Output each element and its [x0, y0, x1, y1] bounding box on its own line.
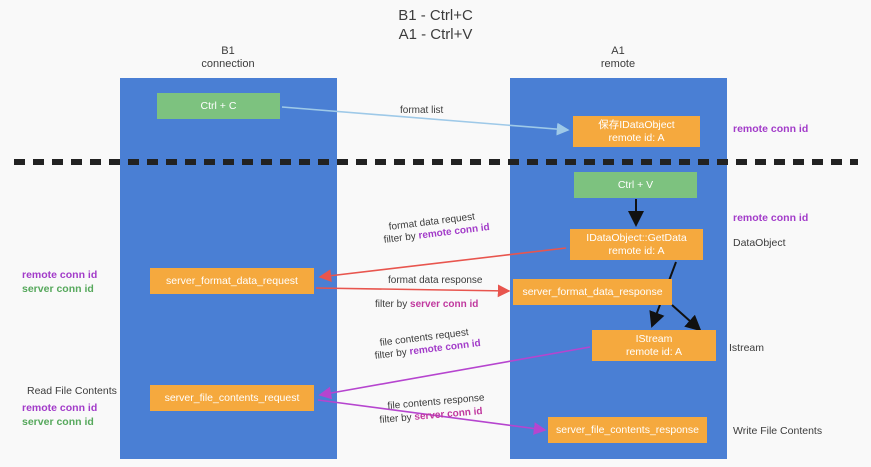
page-title: B1 - Ctrl+C A1 - Ctrl+V	[0, 6, 871, 44]
arrow-label-format-data-response: format data response	[388, 274, 483, 287]
column-header-b1-name: B1	[221, 45, 235, 57]
node-ctrl-c[interactable]: Ctrl + C	[157, 93, 280, 119]
node-getdata-title: IDataObject::GetData	[586, 231, 687, 244]
node-server-file-contents-request[interactable]: server_file_contents_request	[150, 385, 314, 411]
title-line-2: A1 - Ctrl+V	[398, 26, 473, 43]
side-label-remote-conn-id-top: remote conn id	[733, 123, 809, 135]
column-header-b1: B1 connection	[118, 45, 338, 71]
node-server-format-data-response-label: server_format_data_response	[522, 285, 663, 298]
node-server-file-contents-response[interactable]: server_file_contents_response	[548, 417, 707, 443]
node-idataobject-title: 保存IDataObject	[598, 118, 675, 131]
side-label-remote-conn-id-mid: remote conn id	[733, 212, 809, 224]
side-label-write-file-contents: Write File Contents	[733, 425, 823, 437]
node-ctrl-v[interactable]: Ctrl + V	[574, 172, 697, 198]
column-header-a1-role: remote	[600, 58, 636, 70]
side-label-istream: Istream	[729, 342, 765, 354]
node-istream-subtitle: remote id: A	[625, 345, 683, 358]
column-header-b1-role: connection	[201, 58, 255, 70]
arrow-label-format-data-response-filter-key: server conn id	[410, 299, 479, 310]
node-istream-title: IStream	[635, 332, 673, 345]
side-label-dataobject: DataObject	[733, 237, 786, 249]
node-idataobject[interactable]: 保存IDataObject remote id: A	[573, 116, 700, 147]
arrow-label-format-data-request-filter-prefix: filter by	[383, 230, 420, 246]
column-header-a1: A1 remote	[508, 45, 728, 71]
node-server-format-data-request-label: server_format_data_request	[166, 274, 298, 287]
node-server-file-contents-response-label: server_file_contents_response	[555, 423, 699, 436]
node-idataobject-getdata[interactable]: IDataObject::GetData remote id: A	[570, 229, 703, 260]
title-line-1: B1 - Ctrl+C	[398, 7, 473, 24]
arrow-label-file-contents-request-filter-prefix: filter by	[374, 346, 411, 362]
node-server-format-data-response[interactable]: server_format_data_response	[513, 279, 672, 305]
column-header-a1-name: A1	[611, 45, 625, 57]
side-label-server-conn-id-left-2: server conn id	[22, 416, 94, 428]
node-ctrl-c-label: Ctrl + C	[200, 99, 237, 112]
arrow-label-format-list: format list	[400, 104, 443, 117]
arrow-label-format-data-response-text: format data response	[388, 275, 483, 286]
arrow-label-format-list-text: format list	[400, 105, 444, 116]
arrow-label-format-data-response-filter-prefix: filter by	[375, 299, 411, 310]
node-getdata-subtitle: remote id: A	[608, 244, 665, 257]
node-server-file-contents-request-label: server_file_contents_request	[164, 391, 300, 404]
side-label-remote-conn-id-left-2: remote conn id	[22, 402, 98, 414]
arrow-format-data-response	[315, 284, 511, 298]
side-label-group-conn-ids-2: remote conn id server conn id	[22, 401, 97, 429]
node-idataobject-subtitle: remote id: A	[608, 131, 665, 144]
arrow-label-format-data-response-filter: filter by server conn id	[375, 298, 478, 311]
side-label-group-conn-ids-1: remote conn id server conn id	[22, 268, 97, 296]
side-label-server-conn-id-left-1: server conn id	[22, 283, 94, 295]
node-ctrl-v-label: Ctrl + V	[617, 178, 654, 191]
side-label-read-file-contents: Read File Contents	[27, 385, 117, 397]
arrow-label-file-contents-response-filter-prefix: filter by	[379, 411, 415, 426]
node-istream[interactable]: IStream remote id: A	[592, 330, 716, 361]
side-label-remote-conn-id-left-1: remote conn id	[22, 269, 98, 281]
node-server-format-data-request[interactable]: server_format_data_request	[150, 268, 314, 294]
